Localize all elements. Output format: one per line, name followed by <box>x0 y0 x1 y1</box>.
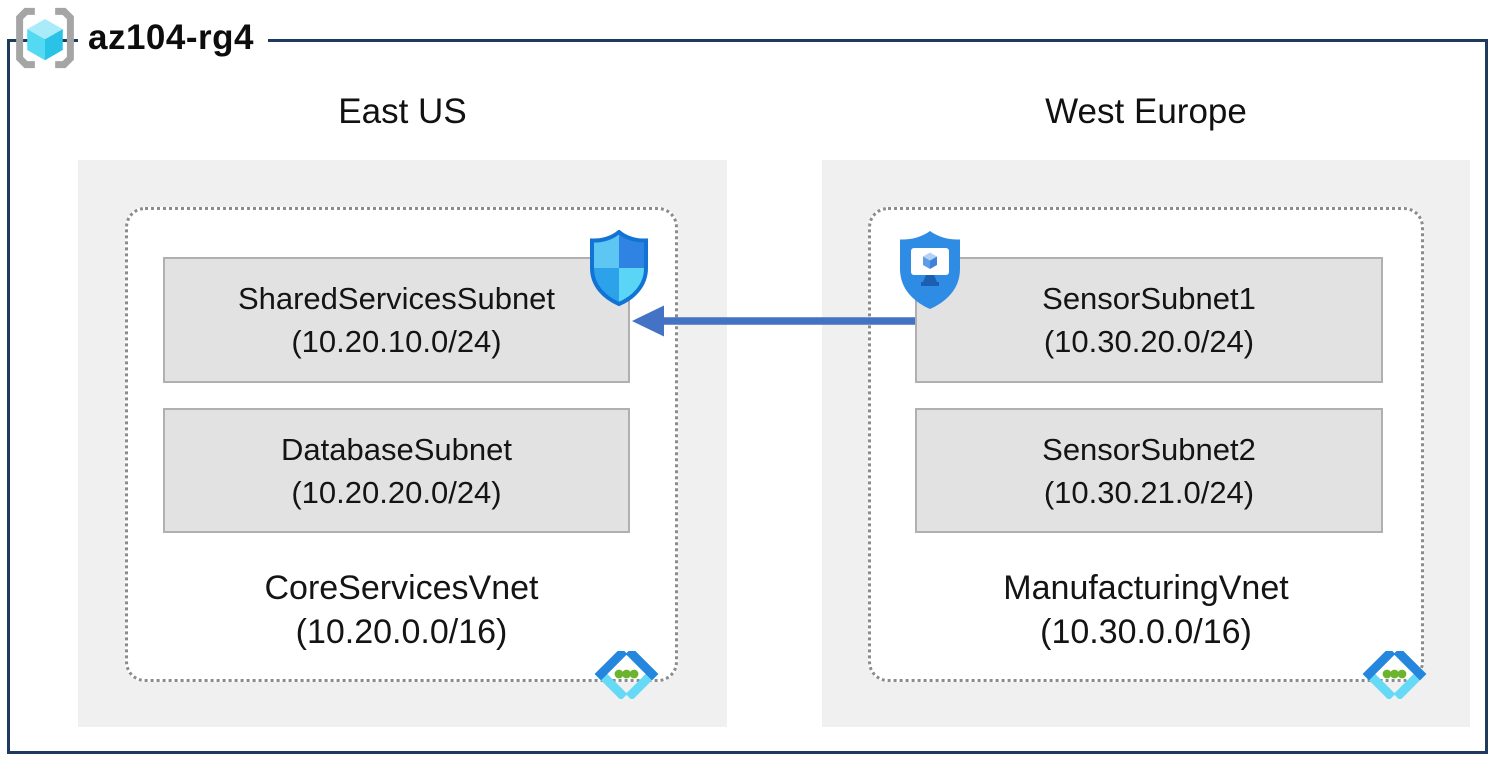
subnet-name: SharedServicesSubnet <box>237 281 556 316</box>
network-security-shield-icon <box>590 230 648 307</box>
region-label-west-europe: West Europe <box>1045 92 1247 131</box>
subnet-sensor1: SensorSubnet1 (10.30.20.0/24) <box>915 257 1383 383</box>
subnet-database: DatabaseSubnet (10.20.20.0/24) <box>163 408 630 533</box>
virtual-network-icon <box>594 651 659 699</box>
subnet-sensor2: SensorSubnet2 (10.30.21.0/24) <box>915 408 1383 533</box>
subnet-cidr: (10.30.21.0/24) <box>1043 474 1255 510</box>
resource-group-title: az104-rg4 <box>78 5 268 71</box>
subnet-name: SensorSubnet2 <box>1042 431 1256 467</box>
subnet-cidr: (10.20.10.0/24) <box>291 324 502 359</box>
vnet-cidr: (10.20.0.0/16) <box>295 613 508 651</box>
vnet-cidr: (10.30.0.0/16) <box>1040 613 1252 651</box>
subnet-shared-services: SharedServicesSubnet (10.20.10.0/24) <box>163 257 630 383</box>
resource-group-header: az104-rg4 <box>12 5 268 71</box>
subnet-name: DatabaseSubnet <box>281 431 512 467</box>
peering-arrow <box>632 305 915 337</box>
vnet-label-manufacturing: ManufacturingVnet (10.30.0.0/16) <box>868 566 1424 654</box>
vnet-label-core-services: CoreServicesVnet (10.20.0.0/16) <box>125 566 678 654</box>
virtual-network-icon <box>1362 651 1427 699</box>
resource-group-frame <box>7 39 1488 754</box>
subnet-cidr: (10.20.20.0/24) <box>291 474 502 510</box>
defender-for-iot-shield-icon <box>900 231 960 309</box>
subnet-cidr: (10.30.20.0/24) <box>1043 324 1255 359</box>
subnet-name: SensorSubnet1 <box>1042 281 1256 316</box>
resource-group-icon <box>16 7 74 69</box>
vnet-name: ManufacturingVnet <box>1003 569 1289 607</box>
vnet-name: CoreServicesVnet <box>264 569 539 607</box>
region-label-east-us: East US <box>338 92 467 131</box>
